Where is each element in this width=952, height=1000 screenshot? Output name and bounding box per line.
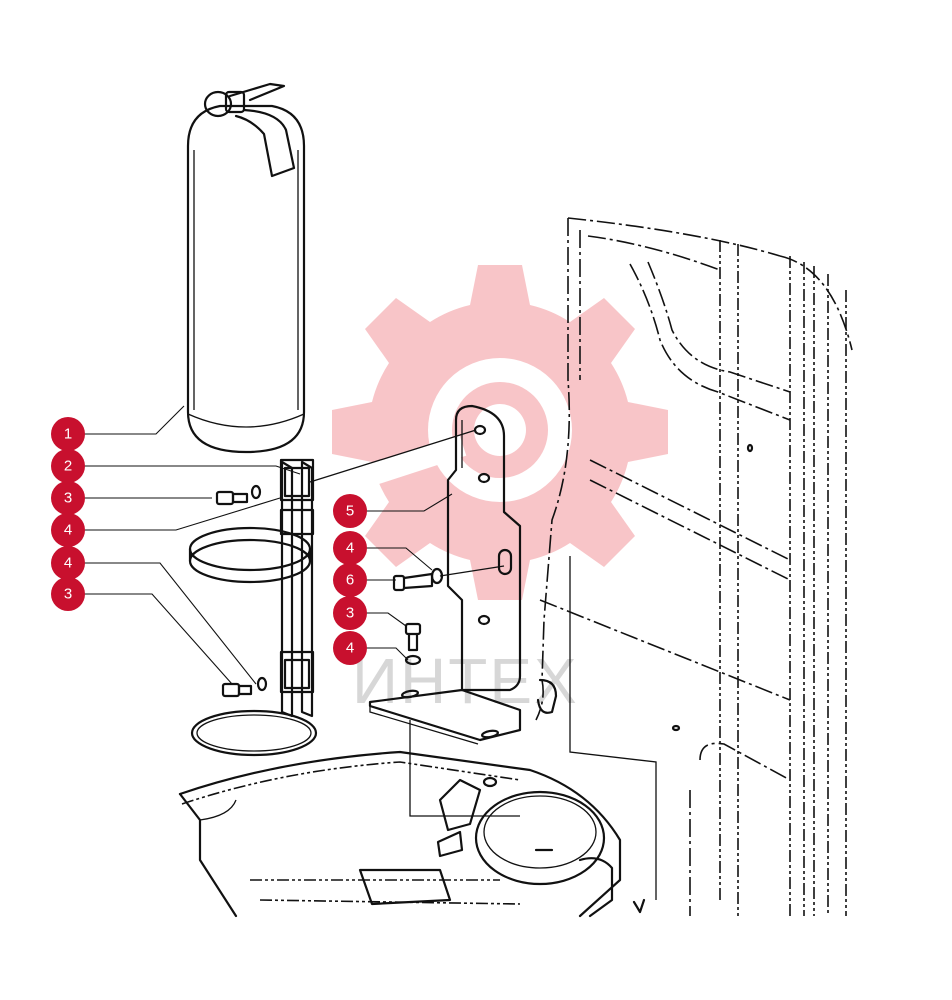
callout-number: 4 (346, 540, 354, 557)
bolt-6-drawing (392, 567, 444, 592)
watermark-gear-logo-icon (332, 265, 668, 600)
callout-number: 3 (64, 490, 72, 507)
callout-number: 4 (64, 522, 72, 539)
callout-number: 3 (64, 586, 72, 603)
callout-marker-6: 6 (333, 563, 367, 597)
extinguisher-holder-drawing (188, 458, 318, 757)
vehicle-frame-drawing (535, 217, 853, 916)
callout-marker-2: 2 (51, 449, 85, 483)
callout-number: 4 (64, 555, 72, 572)
callout-marker-3b: 3 (51, 577, 85, 611)
callout-marker-4d: 4 (333, 631, 367, 665)
callout-marker-4a: 4 (51, 513, 85, 547)
bolt-upper-left-drawing (215, 484, 262, 506)
callout-number: 1 (64, 426, 72, 443)
callout-marker-5: 5 (333, 494, 367, 528)
callout-number: 3 (346, 605, 354, 622)
callout-marker-4c: 4 (333, 531, 367, 565)
callout-marker-3a: 3 (51, 481, 85, 515)
bolt-3-lower-drawing (404, 622, 422, 666)
callout-leaders (84, 405, 453, 685)
callout-number: 2 (64, 458, 72, 475)
callout-marker-4b: 4 (51, 546, 85, 580)
callout-marker-3c: 3 (333, 596, 367, 630)
callout-number: 5 (346, 503, 354, 520)
callout-number: 6 (346, 572, 354, 589)
fire-extinguisher-drawing (186, 82, 306, 454)
platform-body-drawing (178, 556, 657, 918)
mounting-plate-drawing (368, 404, 522, 745)
bolt-lower-left-drawing (221, 676, 268, 698)
callout-marker-1: 1 (51, 417, 85, 451)
assembly-guide-lines (309, 429, 505, 577)
callout-number: 4 (346, 640, 354, 657)
